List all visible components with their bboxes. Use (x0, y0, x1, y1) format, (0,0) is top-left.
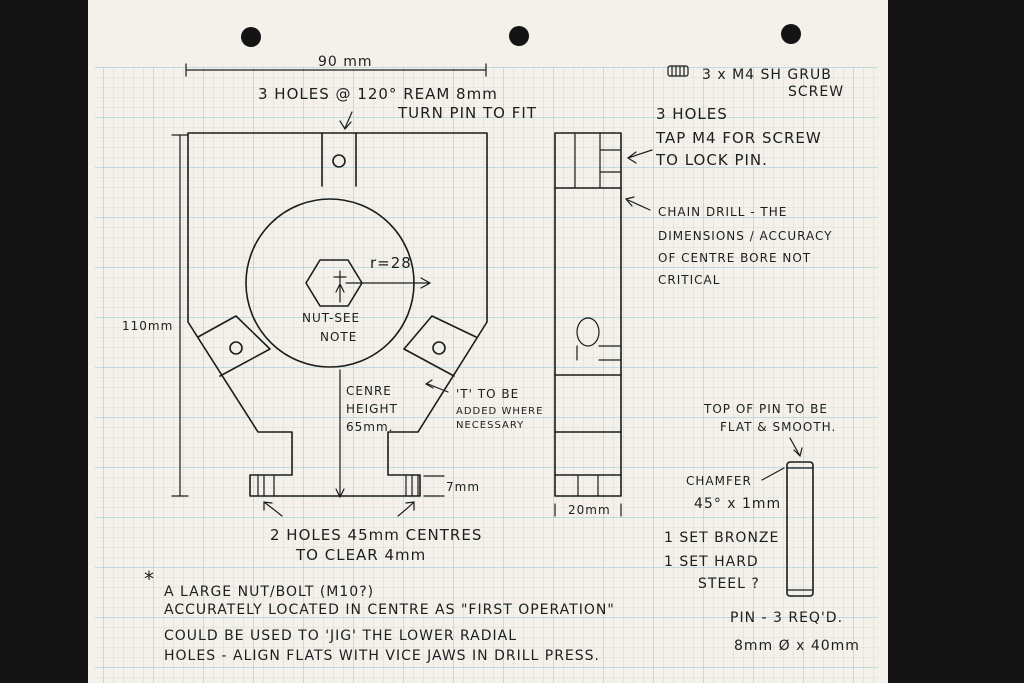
centre-height-1: CENRE (346, 384, 392, 398)
ream-note: 3 HOLES @ 120° REAM 8mm (258, 85, 498, 103)
pin-top-note-1: TOP OF PIN TO BE (703, 402, 828, 416)
left-hole-arrow (263, 501, 283, 517)
left-pin-hole (229, 341, 243, 355)
chamfer-note-2: 45° x 1mm (694, 496, 781, 512)
grub-screw-note: 3 x M4 SH GRUB SCREW (667, 65, 844, 100)
tee-arrow (424, 379, 449, 393)
footnote-line-4: HOLES - ALIGN FLATS WITH VICE JAWS IN DR… (164, 648, 600, 664)
punch-hole-right (781, 24, 801, 44)
pin-required-note: PIN - 3 REQ'D. (730, 610, 843, 626)
nut-arrow (335, 282, 345, 303)
tap-note-2: TAP M4 FOR SCREW (655, 129, 822, 147)
footnote-line-2: ACCURATELY LOCATED IN CENTRE AS "FIRST O… (164, 602, 615, 618)
pin-detail: TOP OF PIN TO BE FLAT & SMOOTH. CHAMFER … (664, 402, 860, 654)
centre-height-2: HEIGHT (346, 402, 398, 416)
chamfer-leader (761, 467, 785, 481)
holes-note-2: TO CLEAR 4mm (295, 546, 426, 564)
holes-note-1: 2 HOLES 45mm CENTRES (270, 526, 482, 544)
grub-screw-icon (667, 65, 689, 77)
height-dimension-label: 110mm (122, 319, 173, 333)
footnote-line-1: A LARGE NUT/BOLT (M10?) (164, 584, 374, 600)
turn-pin-note: TURN PIN TO FIT (397, 104, 537, 122)
nut-note-1: NUT-SEE (302, 311, 360, 325)
footnote-star: * (144, 567, 155, 591)
right-radial-slot (403, 315, 477, 377)
block-outline (187, 132, 488, 497)
pin-steel-note-2: STEEL ? (698, 576, 760, 592)
centre-height-arrow (335, 369, 345, 499)
chamfer-note-1: CHAMFER (686, 474, 752, 488)
chain-note-2: DIMENSIONS / ACCURACY (658, 229, 832, 243)
front-view: 90 mm 3 HOLES @ 120° REAM 8mm TURN PIN T… (122, 54, 543, 564)
pin-size-note: 8mm Ø x 40mm (734, 638, 860, 654)
tap-note-3: TO LOCK PIN. (655, 151, 768, 169)
pin-top-note-2: FLAT & SMOOTH. (720, 420, 836, 434)
side-view: 20mm 3 HOLES TAP M4 FOR SCREW TO LOCK PI… (554, 105, 832, 517)
tee-note-1: 'T' TO BE (456, 387, 519, 401)
footnote: * A LARGE NUT/BOLT (M10?) ACCURATELY LOC… (144, 567, 615, 664)
side-width-label: 20mm (568, 503, 611, 517)
pin-body (786, 461, 814, 597)
tap-arrow (626, 149, 653, 164)
top-pin-hole (332, 154, 346, 168)
punch-hole-middle (509, 26, 529, 46)
nut-note-2: NOTE (320, 330, 357, 344)
radius-label: r=28 (370, 254, 412, 272)
right-pin-hole (432, 341, 446, 355)
right-hole-arrow (397, 501, 415, 517)
chain-arrow (624, 196, 651, 211)
grub-screw-line-2: SCREW (788, 84, 844, 100)
centre-height-3: 65mm. (346, 420, 393, 434)
chain-note-4: CRITICAL (658, 273, 720, 287)
tee-note-3: NECESSARY (456, 420, 524, 431)
width-dimension-label: 90 mm (318, 54, 373, 70)
chain-note-3: OF CENTRE BORE NOT (658, 251, 811, 265)
radius-arrow (345, 277, 432, 289)
side-outline (554, 132, 622, 497)
pin-steel-note-1: 1 SET HARD (664, 554, 759, 570)
tee-note-2: ADDED WHERE (456, 406, 543, 417)
footnote-line-3: COULD BE USED TO 'JIG' THE LOWER RADIAL (164, 628, 517, 644)
punch-hole-left (241, 27, 261, 47)
pin-bronze-note: 1 SET BRONZE (664, 530, 779, 546)
base-thickness-label: 7mm (446, 480, 480, 494)
left-radial-slot (197, 315, 271, 377)
chain-note-1: CHAIN DRILL - THE (658, 205, 787, 219)
grub-screw-line-1: 3 x M4 SH GRUB (702, 67, 832, 83)
ream-arrow (339, 111, 353, 131)
pin-top-arrow (789, 437, 803, 458)
tap-note-1: 3 HOLES (656, 105, 728, 123)
